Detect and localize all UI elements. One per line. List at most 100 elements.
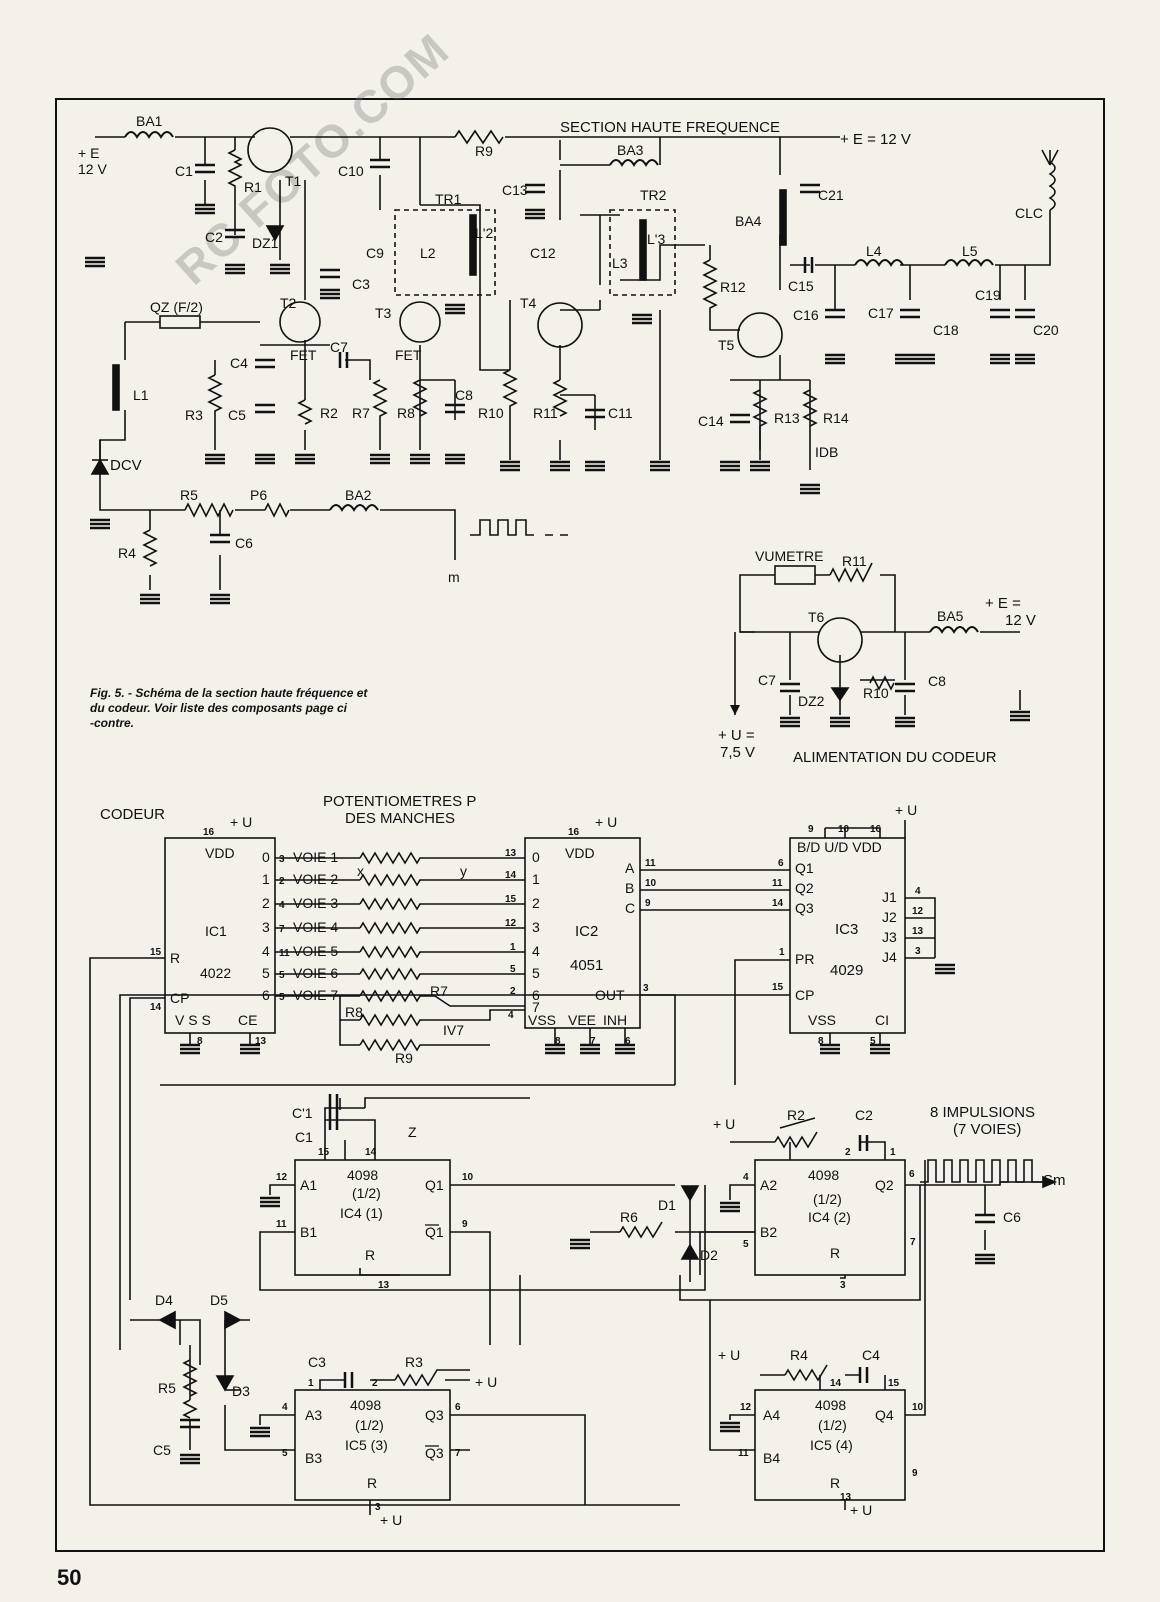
ic1-pin8: 8	[197, 1036, 203, 1047]
label-r13: R13	[774, 410, 800, 426]
ic2-in-5: 5	[532, 965, 540, 981]
label-c1: C1	[175, 163, 193, 179]
label-r3: R3	[185, 407, 203, 423]
ic5a-pq: 6	[455, 1402, 461, 1413]
ic5b-p9: 9	[912, 1468, 918, 1479]
ic2-name: IC2	[575, 923, 598, 940]
ic2-pin-i3: 12	[505, 918, 517, 929]
ic1-pin16: 16	[203, 827, 215, 838]
ic3-name: IC3	[835, 921, 858, 938]
ic4b-pa: 4	[743, 1172, 749, 1183]
ic4b-r: R	[830, 1245, 840, 1261]
ic2-pin-c: 9	[645, 898, 651, 909]
power-title: ALIMENTATION DU CODEUR	[793, 749, 997, 766]
pot-title-2: DES MANCHES	[345, 810, 455, 827]
ic4b-name: IC4 (2)	[808, 1209, 851, 1225]
ic1-out-5: 5	[262, 965, 270, 981]
ic1-out-1: 1	[262, 871, 270, 887]
coder-r6: R6	[620, 1209, 638, 1225]
ic4a-pq: 10	[462, 1172, 474, 1183]
label-l4: L4	[866, 243, 882, 259]
ic2-pin-i1: 14	[505, 870, 517, 881]
label-r11: R11	[533, 405, 558, 421]
label-c14: C14	[698, 413, 724, 429]
ic2-c: C	[625, 900, 635, 916]
ic4b-p7: 7	[910, 1237, 916, 1248]
hf-supply-left-1: + E	[78, 145, 99, 161]
label-dz1: DZ1	[252, 235, 279, 251]
label-clc: CLC	[1015, 205, 1043, 221]
pot-x: x	[357, 863, 364, 879]
label-fet1: FET	[290, 347, 317, 363]
coder-r8: R8	[345, 1004, 363, 1020]
label-c10: C10	[338, 163, 364, 179]
ic4a-pa: 12	[276, 1172, 288, 1183]
hf-title: SECTION HAUTE FREQUENCE	[560, 119, 780, 136]
impulses-1: 8 IMPULSIONS	[930, 1104, 1035, 1121]
ic4a-name: IC4 (1)	[340, 1205, 383, 1221]
ic4a-pr: 13	[378, 1280, 390, 1291]
coder-r2: R2	[787, 1107, 805, 1123]
label-t2: T2	[280, 295, 297, 311]
ic3-part: 4029	[830, 962, 863, 979]
label-r10: R10	[478, 405, 504, 421]
ic5b-pr: 13	[840, 1492, 852, 1503]
ic4b-p2: 2	[845, 1147, 851, 1158]
coder-components	[158, 1094, 1058, 1429]
ic5a-b: B3	[305, 1450, 322, 1466]
coder-c2: C2	[855, 1107, 873, 1123]
label-c5: C5	[228, 407, 246, 423]
voie-4: VOIE 4	[293, 919, 338, 935]
ic3-plus-u: + U	[895, 802, 917, 818]
coder-z: Z	[408, 1124, 417, 1140]
ic3-p9: 9	[808, 824, 814, 835]
figure-frame	[55, 98, 1105, 1552]
label-l5: L5	[962, 243, 978, 259]
voie-7: VOIE 7	[293, 987, 338, 1003]
ic5a-p1: 1	[308, 1378, 314, 1389]
label-c15: C15	[788, 278, 814, 294]
label-tr2: TR2	[640, 187, 667, 203]
coder-title: CODEUR	[100, 806, 165, 823]
label-t3: T3	[375, 305, 392, 321]
ic4b-pb: 5	[743, 1239, 749, 1250]
ic1-out-4: 4	[262, 943, 270, 959]
ic2-pin-b: 10	[645, 878, 657, 889]
ic4a-half: (1/2)	[352, 1185, 381, 1201]
caption-line-3: -contre.	[90, 716, 134, 730]
ic5b-pb: 11	[738, 1448, 749, 1459]
ic3-j4-pin: 3	[915, 946, 921, 957]
label-power-output-2: 7,5 V	[720, 744, 755, 761]
ic4a-p14: 14	[365, 1147, 377, 1158]
coder-d3: D3	[232, 1383, 250, 1399]
ic4b-part: 4098	[808, 1167, 839, 1183]
label-r7: R7	[352, 405, 370, 421]
overbars	[425, 1224, 439, 1447]
ic5a-pqb: 7	[455, 1448, 461, 1459]
ic4b-b: B2	[760, 1224, 777, 1240]
ic5a-part: 4098	[350, 1397, 381, 1413]
ic2-vee: VEE	[568, 1012, 596, 1028]
label-ba5: BA5	[937, 608, 964, 624]
ic2-pin-i2: 15	[505, 894, 517, 905]
ic1-pin-o1: 2	[279, 876, 285, 887]
ic4a-part: 4098	[347, 1167, 378, 1183]
ic5a-pb: 5	[282, 1448, 288, 1459]
label-r12: R12	[720, 279, 746, 295]
hf-supply-right: + E = 12 V	[840, 131, 911, 148]
label-c7: C7	[330, 339, 348, 355]
ic3-p16: 16	[870, 824, 882, 835]
ic4b-a: A2	[760, 1177, 777, 1193]
ic5a-a: A3	[305, 1407, 322, 1423]
ic4b-pr: 3	[840, 1280, 846, 1291]
label-c11: C11	[608, 405, 633, 421]
label-r4: R4	[118, 545, 136, 561]
coder-iv7: IV7	[443, 1022, 464, 1038]
label-power-c8: C8	[928, 673, 946, 689]
ic1-pin14: 14	[150, 1002, 162, 1013]
ic5a-p2: 2	[372, 1378, 378, 1389]
label-r14: R14	[823, 410, 849, 426]
ic5b-plus-u: + U	[850, 1502, 872, 1518]
voie-3: VOIE 3	[293, 895, 338, 911]
label-c12: C12	[530, 245, 556, 261]
